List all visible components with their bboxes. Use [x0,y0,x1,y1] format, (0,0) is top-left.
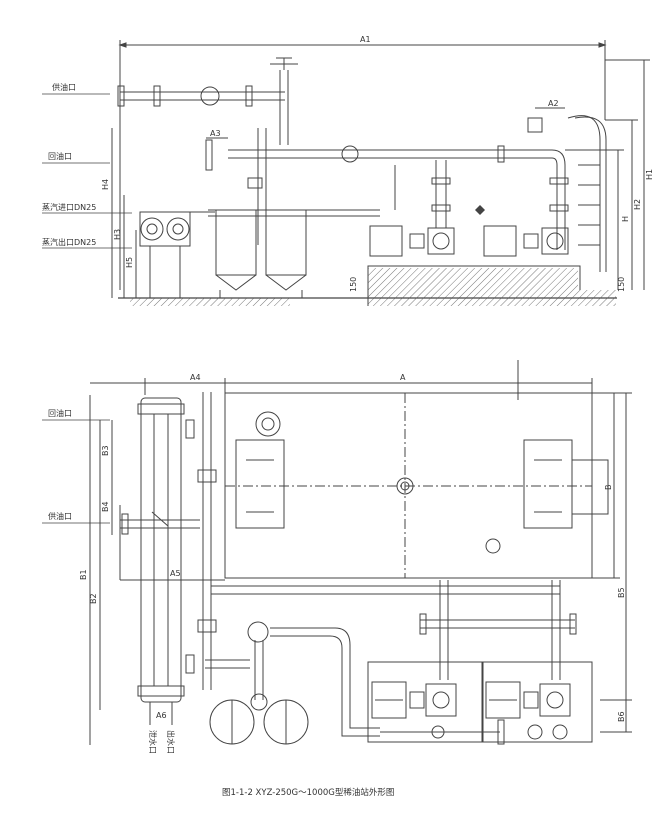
dim-label-a6: A6 [156,711,167,720]
floor-slab [118,265,617,306]
dim-label-b5: B5 [617,587,626,598]
dim-label-a2: A2 [548,99,559,108]
dim-label-h4: H4 [101,179,110,190]
dim-b-b5-b6 [592,392,632,733]
dim-label-150-right: 150 [617,277,626,292]
heat-exchanger [139,211,215,298]
dim-label-b3: B3 [101,445,110,456]
label-return-oil-plan: 回油口 [48,408,72,418]
label-drain: 泄水口 [148,730,158,754]
dim-label-h5: H5 [125,257,134,268]
dim-label-a4: A4 [190,373,201,382]
dim-label-h: H [621,216,630,222]
dim-label-h2: H2 [633,199,642,210]
dim-label-a: A [400,373,406,382]
duplex-filter [208,177,380,298]
dim-label-h1: H1 [645,169,654,180]
label-water-out: 出水口 [166,730,176,754]
dim-label-b1: B1 [79,569,88,580]
dim-label-b4: B4 [101,501,110,512]
diamond-marker [475,205,485,215]
dim-a1 [118,40,607,290]
vertical-cooler [137,397,195,725]
dim-label-a3: A3 [210,129,221,138]
label-steam-in-elev: 蒸汽进口DN25 [42,202,96,212]
pump-set-plan-1 [367,661,484,743]
label-steam-out-elev: 蒸汽出口DN25 [42,237,96,247]
elevation-view: A1 供油口 [42,35,654,306]
dim-label-h3: H3 [113,229,122,240]
dim-label-b6: B6 [617,711,626,722]
figure-caption: 图1-1-2 XYZ-250G～1000G型稀油站外形图 [222,787,394,798]
pump-set-plan-2 [481,661,593,743]
label-supply-oil-elev: 供油口 [52,82,76,92]
dim-label-a1: A1 [360,35,371,44]
label-supply-oil-plan: 供油口 [48,511,72,521]
dim-label-b2: B2 [89,593,98,604]
duplex-filter-plan [209,640,309,745]
pump-set-2 [483,177,569,257]
oil-tank [224,360,609,579]
label-return-oil-elev: 回油口 [48,151,72,161]
pump-set-1 [369,160,455,257]
dim-b1-b2-b3-b4 [89,395,225,745]
dim-h4-h3-h5 [111,128,137,298]
dim-label-b: B [604,485,613,491]
ladder-handrail [567,115,607,272]
plan-main-piping [197,392,577,745]
plan-view: A4 A [42,360,632,754]
dim-label-150-left: 150 [349,277,358,292]
dim-a-a4 [90,378,593,395]
dim-label-a5: A5 [170,569,181,578]
return-oil-pipe [205,117,566,250]
supply-oil-pipe [117,57,298,145]
dim-h-h1-h2 [565,59,650,290]
supply-branch-plan [120,511,200,535]
